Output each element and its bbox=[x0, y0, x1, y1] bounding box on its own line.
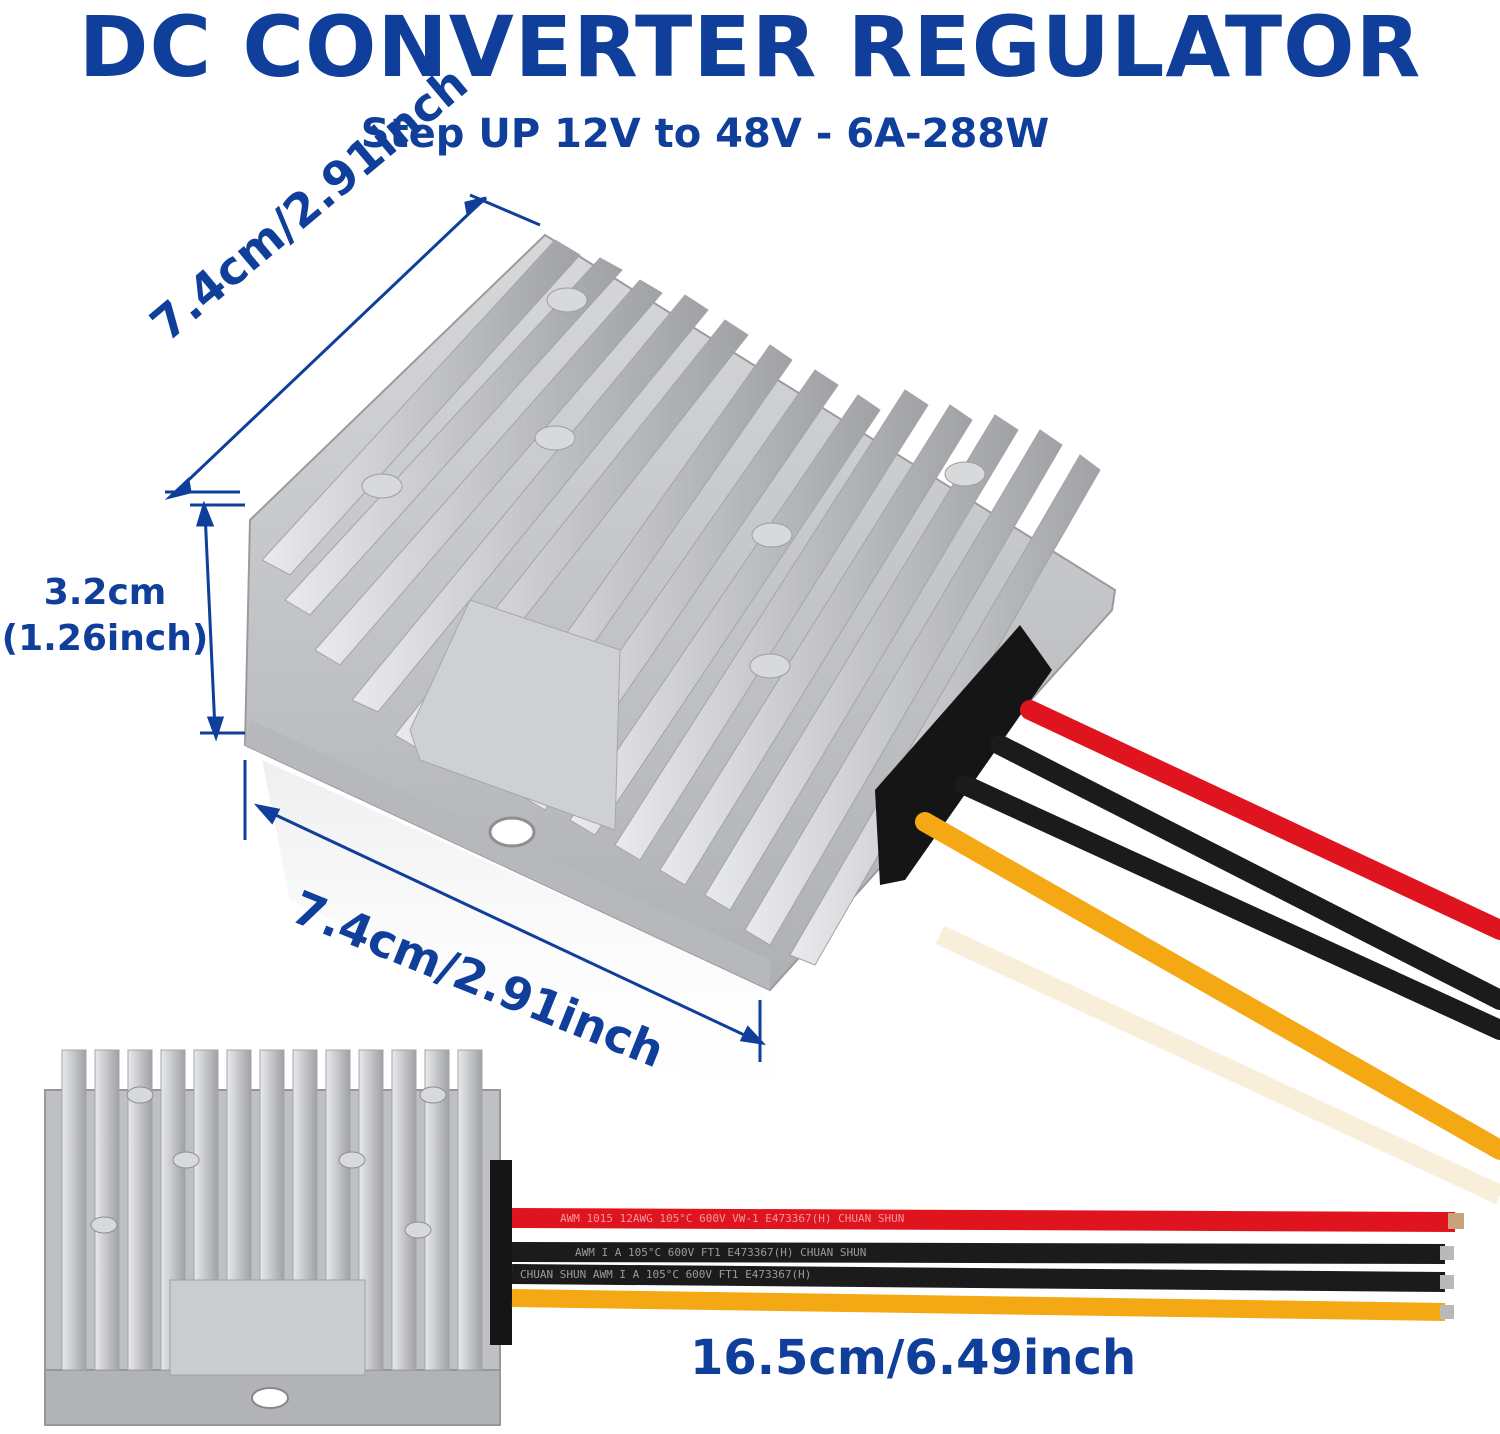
mounting-hole bbox=[488, 816, 536, 848]
dimension-height-inch: (1.26inch) bbox=[1, 618, 209, 659]
screw-boss bbox=[546, 287, 588, 313]
screw-boss bbox=[751, 522, 793, 548]
heat-fins-small bbox=[61, 1049, 483, 1371]
mounting-hole bbox=[251, 1387, 289, 1409]
product-title: DC CONVERTER REGULATOR bbox=[78, 0, 1422, 96]
screw-boss bbox=[944, 461, 986, 487]
output-wires-large bbox=[915, 700, 1500, 1205]
wire-black bbox=[511, 1264, 1446, 1292]
center-block bbox=[169, 1279, 366, 1376]
dimension-height-cm: 3.2cm bbox=[43, 572, 167, 613]
wire-reflection bbox=[935, 925, 1500, 1205]
wire-black bbox=[511, 1242, 1446, 1264]
wire-print-black-1: AWM I A 105°C 600V FT1 E473367(H) CHUAN … bbox=[575, 1246, 866, 1259]
converter-large bbox=[243, 233, 1117, 1130]
screw-boss bbox=[534, 425, 576, 451]
wire-print-black-2: CHUAN SHUN AWM I A 105°C 600V FT1 E47336… bbox=[520, 1268, 811, 1281]
dimension-lines bbox=[164, 193, 767, 1062]
converter-small bbox=[44, 1049, 512, 1426]
housing-front bbox=[245, 720, 770, 990]
wire-black bbox=[990, 735, 1500, 1010]
center-block bbox=[409, 599, 621, 831]
screw-boss bbox=[361, 473, 403, 499]
wire-black bbox=[955, 775, 1500, 1040]
dimension-height: 3.2cm (1.26inch) bbox=[0, 570, 210, 662]
screw-boss bbox=[749, 653, 791, 679]
wire-print-red: AWM 1015 12AWG 105°C 600V VW-1 E473367(H… bbox=[560, 1212, 904, 1225]
output-wires-small: AWM 1015 12AWG 105°C 600V VW-1 E473367(H… bbox=[511, 1208, 1464, 1321]
wire-yellow bbox=[511, 1289, 1446, 1321]
dimension-wire-length: 16.5cm/6.49inch bbox=[690, 1330, 1137, 1386]
wire-red bbox=[1020, 700, 1500, 940]
product-subtitle: Step UP 12V to 48V - 6A-288W bbox=[360, 111, 1050, 157]
wire-red bbox=[511, 1208, 1456, 1232]
reflection bbox=[262, 760, 790, 1130]
wire-yellow bbox=[915, 812, 1500, 1160]
cable-grommet bbox=[490, 1160, 512, 1345]
